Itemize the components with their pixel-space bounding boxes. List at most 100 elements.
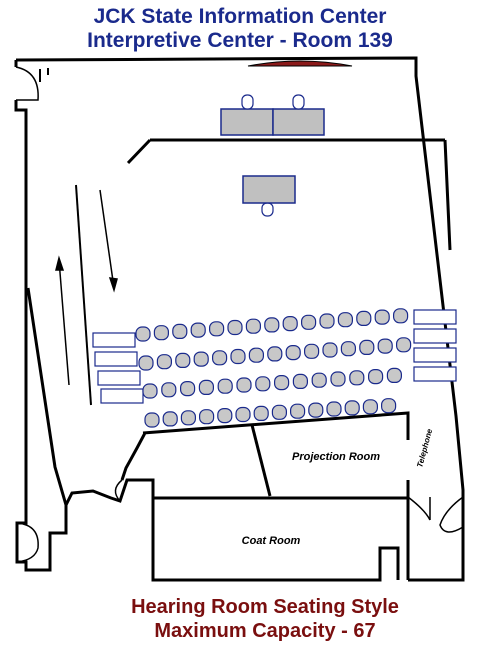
footer-line-1: Hearing Room Seating Style (131, 596, 399, 618)
head-table-group (220, 108, 325, 136)
chair (337, 312, 353, 328)
head-table-right (272, 108, 325, 136)
coat-room-wall (151, 496, 400, 582)
side-table-right-2 (413, 328, 457, 344)
chair (396, 337, 412, 353)
chair (381, 398, 397, 414)
chair (172, 323, 188, 339)
chair (330, 371, 346, 387)
title-line-2: Interpretive Center - Room 139 (87, 29, 393, 52)
chair (212, 350, 228, 366)
aisle-arrow-down-head (108, 277, 118, 293)
chair (144, 412, 160, 428)
chair (292, 373, 308, 389)
chair (393, 308, 409, 324)
seating-rows (135, 308, 412, 428)
telephone-label: Telephone (415, 427, 434, 468)
door-right-2 (407, 496, 431, 521)
chair (235, 406, 251, 423)
chair (377, 338, 393, 354)
title-line-1: JCK State Information Center (93, 5, 387, 28)
stage-edge (126, 138, 452, 251)
stage-bar (247, 60, 353, 67)
chair (349, 370, 365, 386)
door-right (439, 496, 464, 533)
inner-wall-left (39, 68, 49, 82)
chair (217, 408, 233, 424)
chair (359, 339, 375, 355)
chair (138, 355, 154, 371)
chair (227, 319, 243, 336)
chair (290, 403, 306, 419)
chair (198, 379, 214, 395)
side-table-right-1 (413, 309, 457, 325)
chair (193, 351, 209, 367)
door-projection (114, 479, 123, 502)
chair (264, 317, 280, 333)
podium-table (242, 175, 296, 204)
chair (156, 354, 172, 370)
chair (356, 310, 372, 326)
head-chair-left (241, 94, 254, 110)
chair (271, 404, 287, 420)
chair (301, 314, 317, 330)
chair (386, 367, 402, 383)
chair (319, 313, 335, 329)
chair (162, 411, 178, 427)
aisle-arrow-down (99, 189, 115, 289)
side-table-left-3 (97, 370, 141, 386)
chair (308, 402, 324, 418)
chair (253, 405, 269, 421)
chair (311, 372, 327, 388)
footer-line-2: Maximum Capacity - 67 (154, 620, 376, 642)
chair (135, 326, 151, 342)
aisle-arrow-up-head (55, 255, 65, 271)
head-table-left (220, 108, 274, 136)
door-left-lower (16, 522, 39, 563)
chair (322, 342, 338, 358)
chair (374, 309, 390, 325)
chair (236, 377, 252, 393)
chair (199, 409, 215, 425)
outer-wall-top (15, 56, 465, 582)
podium-chair (261, 202, 274, 217)
inner-wall-diagonal (24, 110, 68, 506)
door-top-left (15, 66, 39, 101)
chair (304, 343, 320, 359)
side-table-left-4 (100, 388, 144, 404)
chair (362, 399, 378, 415)
chair (340, 341, 356, 357)
head-chair-right (292, 94, 305, 110)
chair (209, 321, 225, 337)
chair (274, 375, 290, 391)
outer-wall (14, 60, 410, 580)
coat-room-label: Coat Room (242, 535, 301, 547)
chair (248, 347, 264, 363)
chair (245, 318, 261, 334)
chair (142, 383, 158, 399)
aisle-line-1 (75, 184, 92, 406)
aisle-arrow-up (58, 259, 70, 386)
projection-divider (250, 424, 272, 497)
side-table-right-3 (413, 347, 457, 363)
projection-room-label: Projection Room (292, 451, 380, 463)
chair (344, 400, 360, 416)
chair (282, 316, 298, 332)
chair (230, 348, 246, 365)
chair (180, 410, 196, 426)
chair (190, 322, 206, 338)
chair (255, 376, 271, 392)
side-table-left-1 (92, 332, 136, 348)
projection-wall (120, 411, 410, 498)
chair (326, 401, 342, 417)
chair (180, 381, 196, 397)
side-table-right-4 (413, 366, 457, 382)
side-table-left-2 (94, 351, 138, 367)
chair (267, 346, 283, 362)
chair (161, 382, 177, 398)
chair (153, 325, 169, 341)
chair (285, 345, 301, 361)
chair (368, 369, 384, 385)
chair (217, 378, 233, 394)
